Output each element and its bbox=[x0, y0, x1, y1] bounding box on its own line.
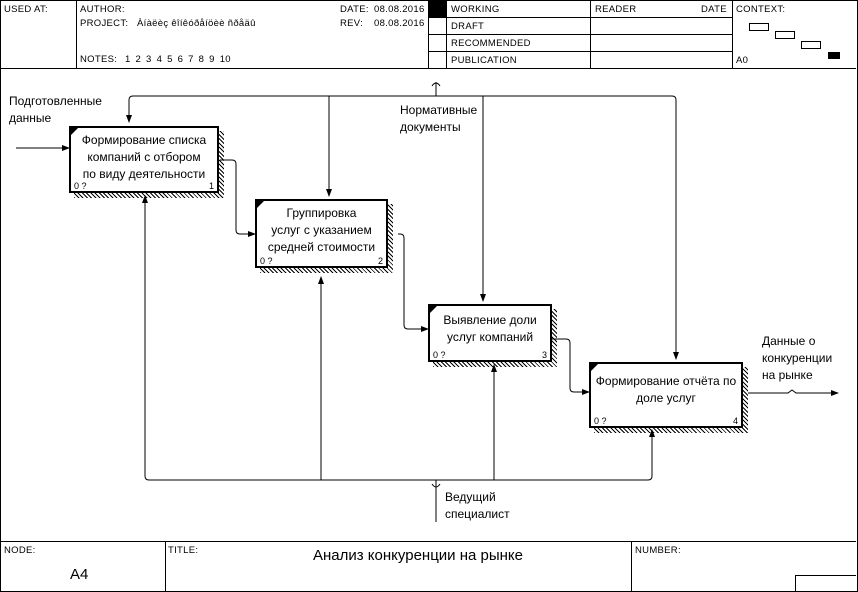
input-label[interactable]: Подготовленные данные bbox=[9, 93, 102, 127]
header-divider bbox=[732, 0, 733, 68]
control-label-line-1: Нормативные bbox=[400, 103, 478, 117]
activity-1-number: 1 bbox=[208, 181, 214, 191]
output-arrow-box2-to-box3[interactable] bbox=[398, 233, 429, 332]
input-label-line-2: данные bbox=[9, 111, 52, 125]
mechanism-bus[interactable] bbox=[144, 475, 653, 481]
activity-3-line-2: услуг компаний bbox=[446, 330, 534, 344]
output-label[interactable]: Данные о конкуренции на рынке bbox=[762, 333, 832, 384]
context-box-current bbox=[828, 52, 840, 59]
title-label: TITLE: bbox=[168, 545, 199, 556]
footer-top-border bbox=[0, 541, 856, 542]
activity-2-line-1: Группировка bbox=[286, 206, 357, 220]
header-divider bbox=[76, 0, 77, 68]
output-arrow-box3-to-box4[interactable] bbox=[552, 338, 590, 395]
rev-value: 08.08.2016 bbox=[374, 18, 425, 29]
reader-label: READER bbox=[595, 4, 637, 15]
status-row-divider bbox=[428, 51, 732, 52]
date-value: 08.08.2016 bbox=[374, 4, 425, 15]
footer-number-divider bbox=[795, 575, 856, 576]
reader-date-label: DATE bbox=[701, 4, 727, 15]
activity-4-line-2: доле услуг bbox=[636, 391, 696, 405]
status-draft: DRAFT bbox=[451, 21, 485, 32]
activity-box-4[interactable]: Формирование отчёта по доле услуг 0 ? 4 bbox=[589, 362, 743, 428]
notes-value: 1 2 3 4 5 6 7 8 9 10 bbox=[125, 54, 231, 65]
activity-3-cost: 0 ? bbox=[433, 350, 446, 360]
box-corner-mark bbox=[591, 364, 598, 371]
working-status-marker bbox=[429, 1, 446, 17]
activity-4-line-1: Формирование отчёта по bbox=[595, 374, 737, 388]
activity-2-line-3: средней стоимости bbox=[267, 240, 376, 254]
activity-1-line-2: компаний с отбором bbox=[87, 150, 201, 164]
status-working: WORKING bbox=[451, 4, 500, 15]
mechanism-label-line-1: Ведущий bbox=[445, 490, 496, 504]
used-at-label: USED AT: bbox=[4, 4, 48, 15]
project-value: Àíàëèç êîíêóðåíöèè ñðåäû bbox=[137, 18, 256, 29]
status-row-divider bbox=[428, 17, 732, 18]
number-label: NUMBER: bbox=[635, 545, 681, 556]
activity-1-line-1: Формирование списка bbox=[81, 133, 207, 147]
header-bottom-border bbox=[0, 68, 856, 69]
context-box-3 bbox=[801, 41, 821, 49]
status-row-divider bbox=[428, 34, 732, 35]
control-label[interactable]: Нормативные документы bbox=[400, 102, 477, 136]
activity-box-3[interactable]: Выявление доли услуг компаний 0 ? 3 bbox=[428, 304, 552, 362]
context-node: A0 bbox=[736, 55, 749, 66]
node-label: NODE: bbox=[4, 545, 36, 556]
output-label-line-3: на рынке bbox=[762, 368, 813, 382]
context-box-1 bbox=[749, 23, 769, 31]
activity-3-line-1: Выявление доли bbox=[443, 313, 537, 327]
output-arrow-box1-to-box2[interactable] bbox=[220, 159, 256, 237]
activity-2-line-2: услуг с указанием bbox=[271, 223, 372, 237]
footer-divider bbox=[165, 541, 166, 591]
output-label-line-2: конкуренции bbox=[762, 351, 833, 365]
node-value: A4 bbox=[70, 566, 89, 583]
activity-3-number: 3 bbox=[541, 350, 547, 360]
box-corner-mark bbox=[71, 128, 78, 135]
status-publication: PUBLICATION bbox=[451, 55, 517, 66]
notes-label: NOTES: bbox=[80, 54, 118, 65]
mechanism-label-line-2: специалист bbox=[445, 507, 510, 521]
control-branch[interactable] bbox=[126, 82, 437, 123]
diagram-title: Анализ конкуренции на рынке bbox=[313, 547, 523, 564]
output-arrow-final[interactable] bbox=[748, 389, 839, 396]
footer-number-divider bbox=[795, 575, 796, 591]
mechanism-label[interactable]: Ведущий специалист bbox=[445, 489, 510, 523]
context-label: CONTEXT: bbox=[736, 4, 786, 15]
output-label-line-1: Данные о bbox=[762, 334, 816, 348]
box-corner-mark bbox=[430, 306, 437, 313]
context-box-2 bbox=[775, 31, 795, 39]
activity-1-line-3: по виду деятельности bbox=[82, 167, 206, 181]
mechanism-squiggle bbox=[431, 483, 441, 488]
box-corner-mark bbox=[257, 201, 264, 208]
footer-divider bbox=[631, 541, 632, 591]
activity-box-2[interactable]: Группировка услуг с указанием средней ст… bbox=[255, 199, 388, 268]
activity-4-cost: 0 ? bbox=[594, 416, 607, 426]
date-label: DATE: bbox=[340, 4, 369, 15]
author-label: AUTHOR: bbox=[80, 4, 125, 15]
project-label: PROJECT: bbox=[80, 18, 129, 29]
rev-label: REV: bbox=[340, 18, 364, 29]
activity-2-cost: 0 ? bbox=[260, 256, 273, 266]
control-branch[interactable] bbox=[436, 95, 679, 360]
activity-1-cost: 0 ? bbox=[74, 181, 87, 191]
activity-box-1[interactable]: Формирование списка компаний с отбором п… bbox=[69, 126, 219, 193]
control-label-line-2: документы bbox=[400, 120, 461, 134]
status-recommended: RECOMMENDED bbox=[451, 38, 531, 49]
activity-4-number: 4 bbox=[732, 416, 738, 426]
activity-2-number: 2 bbox=[377, 256, 383, 266]
input-label-line-1: Подготовленные bbox=[9, 94, 102, 108]
control-squiggle bbox=[431, 82, 441, 87]
